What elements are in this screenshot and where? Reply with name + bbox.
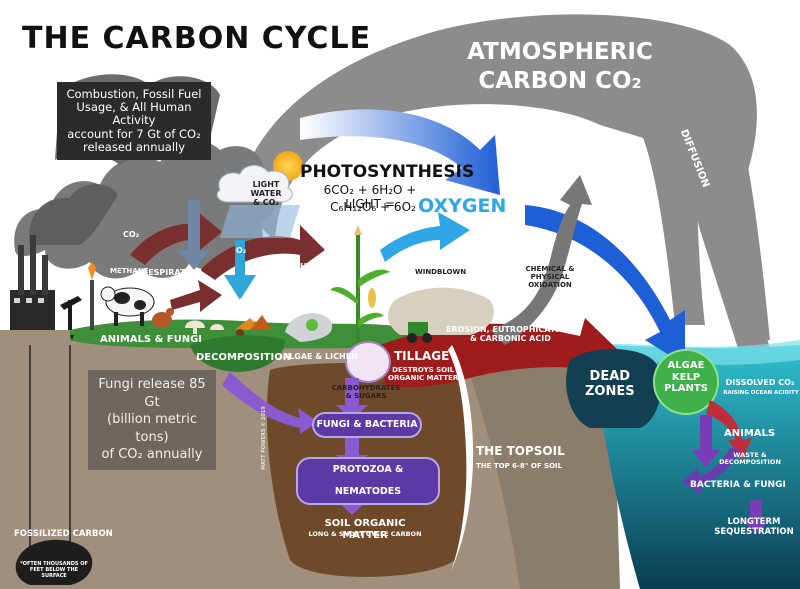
soil-chain-protozoa: PROTOZOA & NEMATODES: [296, 457, 440, 505]
methane-label: METHANE: [110, 267, 149, 275]
chemical-oxidation-label: CHEMICAL & PHYSICAL OXIDATION: [525, 265, 575, 290]
credit: MATT POWERS © 2019: [261, 406, 267, 470]
fossilized-carbon-subtitle: *OFTEN THOUSANDS OF FEET BELOW THE SURFA…: [20, 561, 88, 579]
tillage-arrow: [380, 318, 620, 388]
harvest-label: HARVEST: [300, 262, 342, 271]
human-activity-note: Combustion, Fossil Fuel Usage, & All Hum…: [57, 82, 211, 161]
ocean-animals-label: ANIMALS: [724, 428, 776, 439]
decomposition-band: [190, 335, 285, 372]
up-arrow: [178, 200, 210, 270]
light-water-co2-label: LIGHT WATER & CO₂: [250, 180, 282, 208]
dissolved-co2-label: DISSOLVED CO₂: [725, 378, 795, 387]
drill-lines: [29, 345, 71, 550]
atmospheric-co2-cloud: [235, 14, 770, 370]
o2-arrow: [224, 240, 256, 300]
diffusion-gray-arrow: [700, 110, 770, 340]
sequestration-arrow: [742, 500, 770, 534]
dead-zone-blob: [566, 348, 662, 428]
root-bulb: [345, 341, 391, 383]
leaf-litter: [235, 315, 272, 337]
decomposition-label: DECOMPOSITION: [196, 352, 292, 363]
respiration-arrow: [170, 280, 222, 312]
rain: [220, 205, 300, 238]
windblown-label: WINDBLOWN: [415, 268, 467, 276]
erosion-label: EROSION, EUTROPHICATION, & CARBONIC ACID: [446, 325, 575, 344]
cloud: [216, 165, 293, 203]
photosynthesis-gray-arrow: [640, 130, 705, 325]
fossil-deposit: [15, 539, 93, 585]
longterm-label: LONGTERM SEQUESTRATION: [714, 517, 794, 537]
oxygen-from-plant-arrow: [380, 212, 470, 262]
cow: [100, 286, 155, 326]
dead-zones-label: DEAD ZONES: [585, 369, 635, 399]
animals-fungi-label: ANIMALS & FUNGI: [100, 334, 203, 345]
factory: [10, 235, 96, 330]
harvest-arrow: [200, 225, 325, 280]
soil-organic-matter-label: SOIL ORGANIC MATTER: [324, 518, 406, 541]
respiration-label: RESPIRATION CO₂: [142, 268, 202, 287]
soil-chain-fungi-bacteria: FUNGI & BACTERIA: [312, 412, 422, 438]
algae-circle: [653, 349, 719, 415]
co2-label: CO₂: [123, 230, 140, 239]
photosynthesis-equation-1: 6CO₂ + 6H₂O + LIGHT =: [323, 183, 417, 211]
waste-arrow: [682, 448, 740, 495]
topsoil-subtitle: THE TOP 6-8" OF SOIL: [476, 462, 563, 470]
tractor: [407, 322, 432, 343]
bacteria-arrow: [692, 415, 720, 468]
chain-arrow-1: [336, 378, 368, 420]
photosynthesis-label: PHOTOSYNTHESIS: [300, 162, 475, 182]
topsoil-label: THE TOPSOIL: [476, 444, 565, 458]
dissolved-co2-subtitle: RAISING OCEAN ACIDITY: [723, 390, 799, 396]
tillage-subtitle: DESTROYS SOIL ORGANIC MATTER: [388, 366, 459, 383]
rock-lichen: [285, 313, 333, 342]
fungi-note: Fungi release 85 Gt (billion metric tons…: [88, 370, 216, 470]
ocean-bacteria-label: BACTERIA & FUNGI: [690, 480, 786, 490]
oxygen-to-algae-arrow: [525, 205, 685, 365]
carbohydrates-label: CARBOHYDRATES & SUGARS: [331, 384, 401, 401]
fossilized-carbon-label: FOSSILIZED CARBON: [14, 529, 113, 539]
algae-label: ALGAE KELP PLANTS: [664, 360, 708, 394]
diagram-title: THE CARBON CYCLE: [22, 21, 372, 56]
chemical-oxidation-arrow: [490, 175, 592, 345]
topsoil-bracket: [448, 345, 474, 575]
decomposition-arrow: [222, 372, 318, 434]
photosynthesis-equation-2: C₆H₁₂O₆ + 6O₂: [330, 200, 416, 214]
corn-plant: [330, 225, 390, 350]
soil-organic-matter-subtitle: LONG & SHORT CYCLE CARBON: [308, 530, 422, 538]
oil-pump: [60, 296, 82, 340]
waste-label: WASTE & DECOMPOSITION: [719, 451, 781, 467]
mushrooms: [185, 320, 224, 334]
tillage-label: TILLAGE: [394, 349, 450, 363]
o2-label: O₂: [236, 246, 247, 255]
photosynthesis-blue-arrow: [300, 109, 500, 195]
algae-to-animals-arrow: [706, 400, 752, 460]
oxidation-label: OXIDATION: [230, 297, 280, 306]
algae-lichen-label: ALGAE & LICHEN: [283, 352, 358, 361]
oxygen-label: OXYGEN: [418, 195, 507, 217]
